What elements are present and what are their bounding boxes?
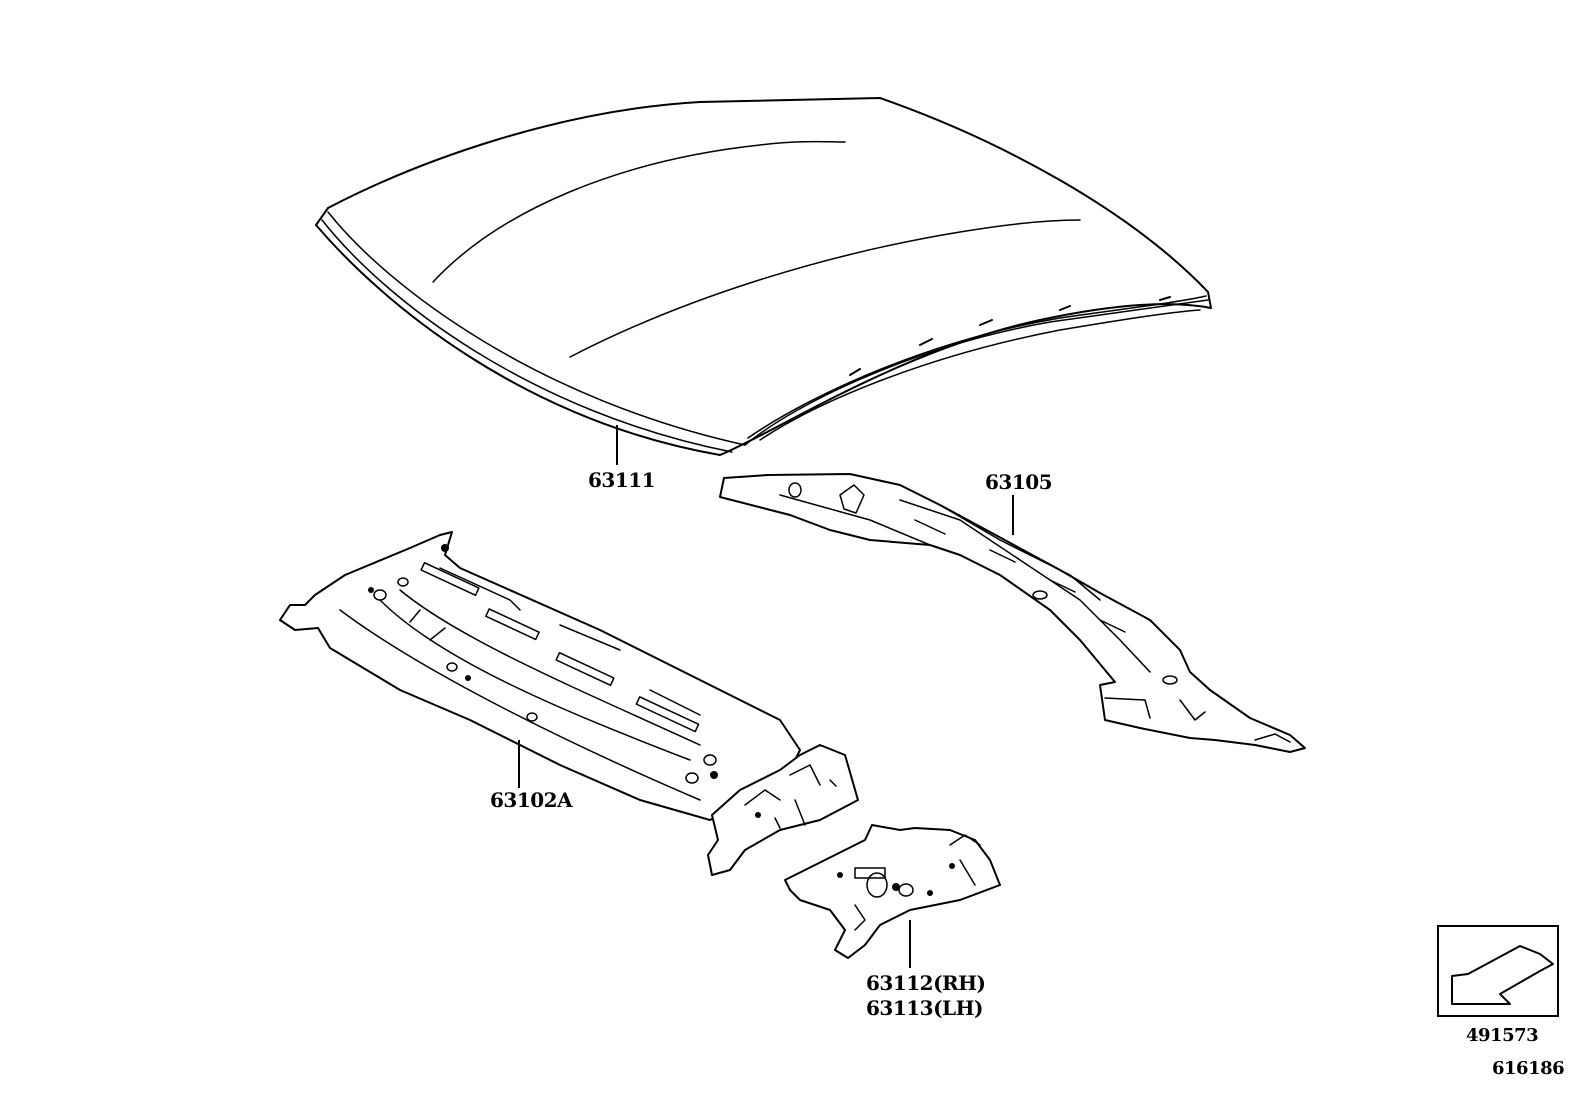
reference-arrow-box bbox=[1437, 925, 1559, 1017]
roof-panel-drawing bbox=[315, 97, 1212, 456]
leader-line-63111 bbox=[616, 425, 618, 465]
direction-arrow-icon bbox=[1451, 945, 1554, 1005]
rear-roof-panel-end-bracket bbox=[707, 744, 859, 876]
rear-roof-panel-drawing bbox=[279, 531, 801, 821]
rear-bracket-drawing bbox=[784, 824, 1001, 959]
roof-side-rail-drawing bbox=[719, 473, 1306, 753]
figure-id: 616186 bbox=[1492, 1058, 1565, 1079]
part-number-63111[interactable]: 63111 bbox=[588, 468, 656, 492]
part-number-63113-lh[interactable]: 63113(LH) bbox=[866, 996, 983, 1020]
part-number-63112-rh[interactable]: 63112(RH) bbox=[866, 971, 986, 995]
leader-line-63105 bbox=[1012, 495, 1014, 535]
reference-code: 491573 bbox=[1466, 1025, 1539, 1046]
leader-line-63102a bbox=[518, 740, 520, 788]
part-number-63102a[interactable]: 63102A bbox=[490, 788, 573, 812]
part-number-63105[interactable]: 63105 bbox=[985, 470, 1053, 494]
leader-line-63112 bbox=[909, 920, 911, 968]
